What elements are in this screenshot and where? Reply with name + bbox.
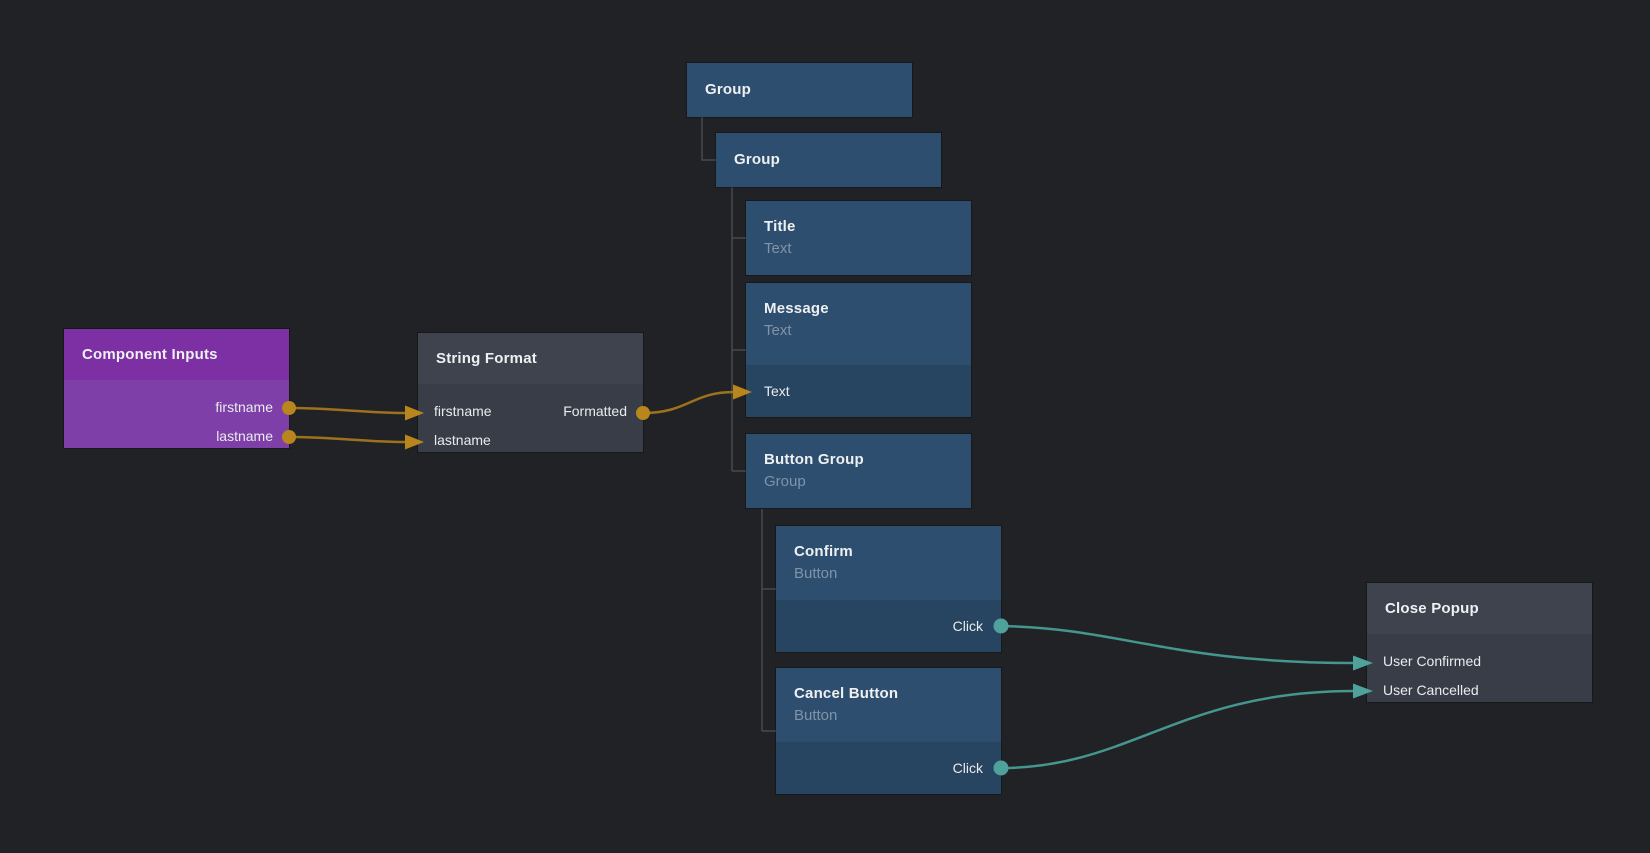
tree-line-group-outer-to-inner: [701, 117, 716, 161]
port-connector-string-format-formatted[interactable]: [636, 406, 650, 420]
node-header: Title Text: [746, 201, 971, 275]
node-close-popup[interactable]: Close Popup User Confirmed User Cancelle…: [1367, 583, 1592, 702]
output-port-label: lastname: [216, 428, 273, 444]
node-port-section: firstname lastname: [64, 380, 289, 448]
node-confirm-button[interactable]: Confirm Button Click: [776, 526, 1001, 652]
node-type-label: Text: [764, 240, 792, 257]
port-connector-component-inputs-firstname[interactable]: [282, 401, 296, 415]
port-row-user-confirmed[interactable]: User Confirmed: [1383, 647, 1576, 676]
port-row-text[interactable]: Text: [746, 365, 971, 417]
port-row-click[interactable]: Click: [776, 600, 1001, 652]
arrowhead-close-popup-user-confirmed-input[interactable]: [1353, 655, 1373, 671]
node-title: Close Popup: [1385, 599, 1479, 617]
node-title-text[interactable]: Title Text: [746, 201, 971, 275]
node-header: Cancel Button Button: [776, 668, 1001, 742]
arrowhead-string-format-lastname-input[interactable]: [405, 434, 424, 450]
node-title: String Format: [436, 349, 537, 367]
node-title: Cancel Button: [794, 685, 899, 702]
port-row-click[interactable]: Click: [776, 742, 1001, 794]
output-port-label: Click: [952, 618, 983, 634]
node-title: Group: [705, 81, 751, 98]
port-connector-confirm-click[interactable]: [993, 618, 1009, 634]
arrowhead-string-format-firstname-input[interactable]: [405, 405, 424, 421]
node-header: Close Popup: [1367, 583, 1592, 634]
wire-cancel-click-to-user-cancelled[interactable]: [1000, 689, 1355, 770]
port-row-lastname[interactable]: lastname: [434, 426, 627, 455]
node-type-label: Button: [794, 565, 838, 582]
node-type-label: Group: [764, 473, 806, 490]
wire-confirm-click-to-user-confirmed[interactable]: [1000, 624, 1355, 665]
node-header: String Format: [418, 333, 643, 384]
node-message-text[interactable]: Message Text Text: [746, 283, 971, 417]
node-port-section: firstname Formatted lastname: [418, 384, 643, 452]
node-title: Component Inputs: [82, 345, 218, 363]
port-connector-cancel-click[interactable]: [993, 760, 1009, 776]
port-row-firstname[interactable]: firstname: [80, 393, 273, 422]
node-title: Message: [764, 300, 829, 317]
input-port-label: User Confirmed: [1383, 653, 1482, 669]
port-row-firstname-formatted[interactable]: firstname Formatted: [434, 397, 627, 426]
output-port-label: Click: [952, 760, 983, 776]
arrowhead-message-text-input[interactable]: [733, 384, 752, 400]
node-header: Message Text: [746, 283, 971, 365]
port-connector-component-inputs-lastname[interactable]: [282, 430, 296, 444]
arrowhead-close-popup-user-cancelled-input[interactable]: [1353, 683, 1373, 699]
output-port-label: Formatted: [563, 403, 627, 419]
node-header: Group: [687, 63, 912, 117]
wire-lastname-to-string-format[interactable]: [288, 435, 407, 444]
node-button-group[interactable]: Button Group Group: [746, 434, 971, 508]
node-port-section: User Confirmed User Cancelled: [1367, 634, 1592, 702]
node-string-format[interactable]: String Format firstname Formatted lastna…: [418, 333, 643, 452]
node-cancel-button[interactable]: Cancel Button Button Click: [776, 668, 1001, 794]
input-port-label: firstname: [434, 403, 492, 419]
node-type-label: Text: [764, 322, 792, 339]
input-port-label: lastname: [434, 432, 491, 448]
node-header: Component Inputs: [64, 329, 289, 380]
node-title: Button Group: [764, 451, 864, 468]
input-port-label: Text: [764, 383, 790, 399]
node-header: Button Group Group: [746, 434, 971, 508]
node-type-label: Button: [794, 707, 838, 724]
port-row-user-cancelled[interactable]: User Cancelled: [1383, 676, 1576, 705]
wire-formatted-to-message-text[interactable]: [642, 390, 735, 415]
node-component-inputs[interactable]: Component Inputs firstname lastname: [64, 329, 289, 448]
wire-firstname-to-string-format[interactable]: [288, 406, 407, 415]
tree-line-button-group-children: [761, 509, 776, 732]
node-title: Group: [734, 151, 780, 168]
tree-line-group-inner-children: [731, 187, 746, 472]
node-header: Confirm Button: [776, 526, 1001, 600]
node-group-inner[interactable]: Group: [716, 133, 941, 187]
node-group-outer[interactable]: Group: [687, 63, 912, 117]
input-port-label: User Cancelled: [1383, 682, 1479, 698]
node-header: Group: [716, 133, 941, 187]
node-title: Title: [764, 218, 796, 235]
output-port-label: firstname: [215, 399, 273, 415]
port-row-lastname[interactable]: lastname: [80, 422, 273, 451]
node-title: Confirm: [794, 543, 853, 560]
